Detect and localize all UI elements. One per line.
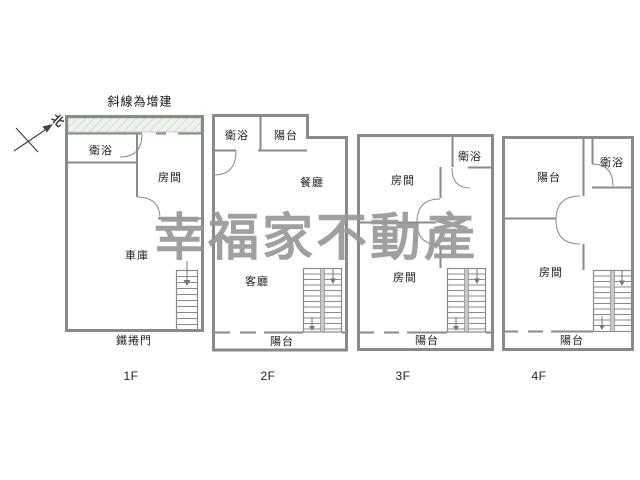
floor-label-3f: 3F (395, 369, 411, 383)
north-arrow-icon (13, 124, 53, 153)
door-arc (416, 221, 441, 246)
room-label-3f-bedroom-bottom: 房間 (393, 272, 417, 284)
door-arc (451, 167, 471, 189)
room-label-1f-bedroom: 房間 (158, 172, 182, 184)
door-arc (119, 133, 143, 158)
floor-outline-1f (65, 115, 204, 332)
door-arc (213, 150, 237, 176)
floor-outline-3f (357, 134, 494, 351)
room-label-2f-dining: 餐廳 (300, 177, 324, 189)
floor-outline-2f (212, 114, 348, 352)
room-label-2f-balcony-top: 陽台 (274, 130, 298, 142)
room-label-2f-living: 客廳 (245, 276, 269, 288)
door-arc (591, 163, 614, 187)
door-arc (555, 219, 581, 245)
floor-outline-4f (502, 136, 634, 351)
room-label-3f-bedroom-top: 房間 (391, 175, 415, 187)
room-label-2f-bath: 衛浴 (225, 130, 249, 142)
door-arc (136, 196, 161, 220)
stairs-icon-2f (302, 267, 343, 333)
stairs-icon-3f (446, 267, 487, 333)
floor-label-2f: 2F (260, 369, 276, 383)
hatch-addition-area (67, 117, 202, 133)
floor-label-1f: 1F (123, 369, 139, 383)
watermark: 幸福家不動產 (154, 209, 479, 266)
hatch-addition-note: 斜線為增建 (107, 94, 173, 109)
room-label-4f-balcony-bottom: 陽台 (560, 335, 584, 347)
floor-label-4f: 4F (531, 369, 547, 383)
room-label-4f-bedroom: 房間 (539, 267, 563, 279)
room-label-1f-garage: 車庫 (125, 250, 149, 262)
room-label-4f-balcony-top: 陽台 (537, 172, 561, 184)
stairs-icon-1f (175, 261, 199, 332)
room-label-3f-bath: 衛浴 (458, 151, 482, 163)
room-label-4f-bath: 衛浴 (600, 157, 624, 169)
room-label-3f-balcony-bottom: 陽台 (415, 335, 439, 347)
room-label-2f-balcony-bottom: 陽台 (270, 336, 294, 348)
door-arc (555, 195, 581, 221)
stairs-icon-4f (592, 269, 633, 333)
room-label-1f-bath: 衛浴 (89, 145, 113, 157)
door-arc (416, 198, 441, 223)
label-1f-rolling-door: 鐵捲門 (116, 335, 152, 347)
